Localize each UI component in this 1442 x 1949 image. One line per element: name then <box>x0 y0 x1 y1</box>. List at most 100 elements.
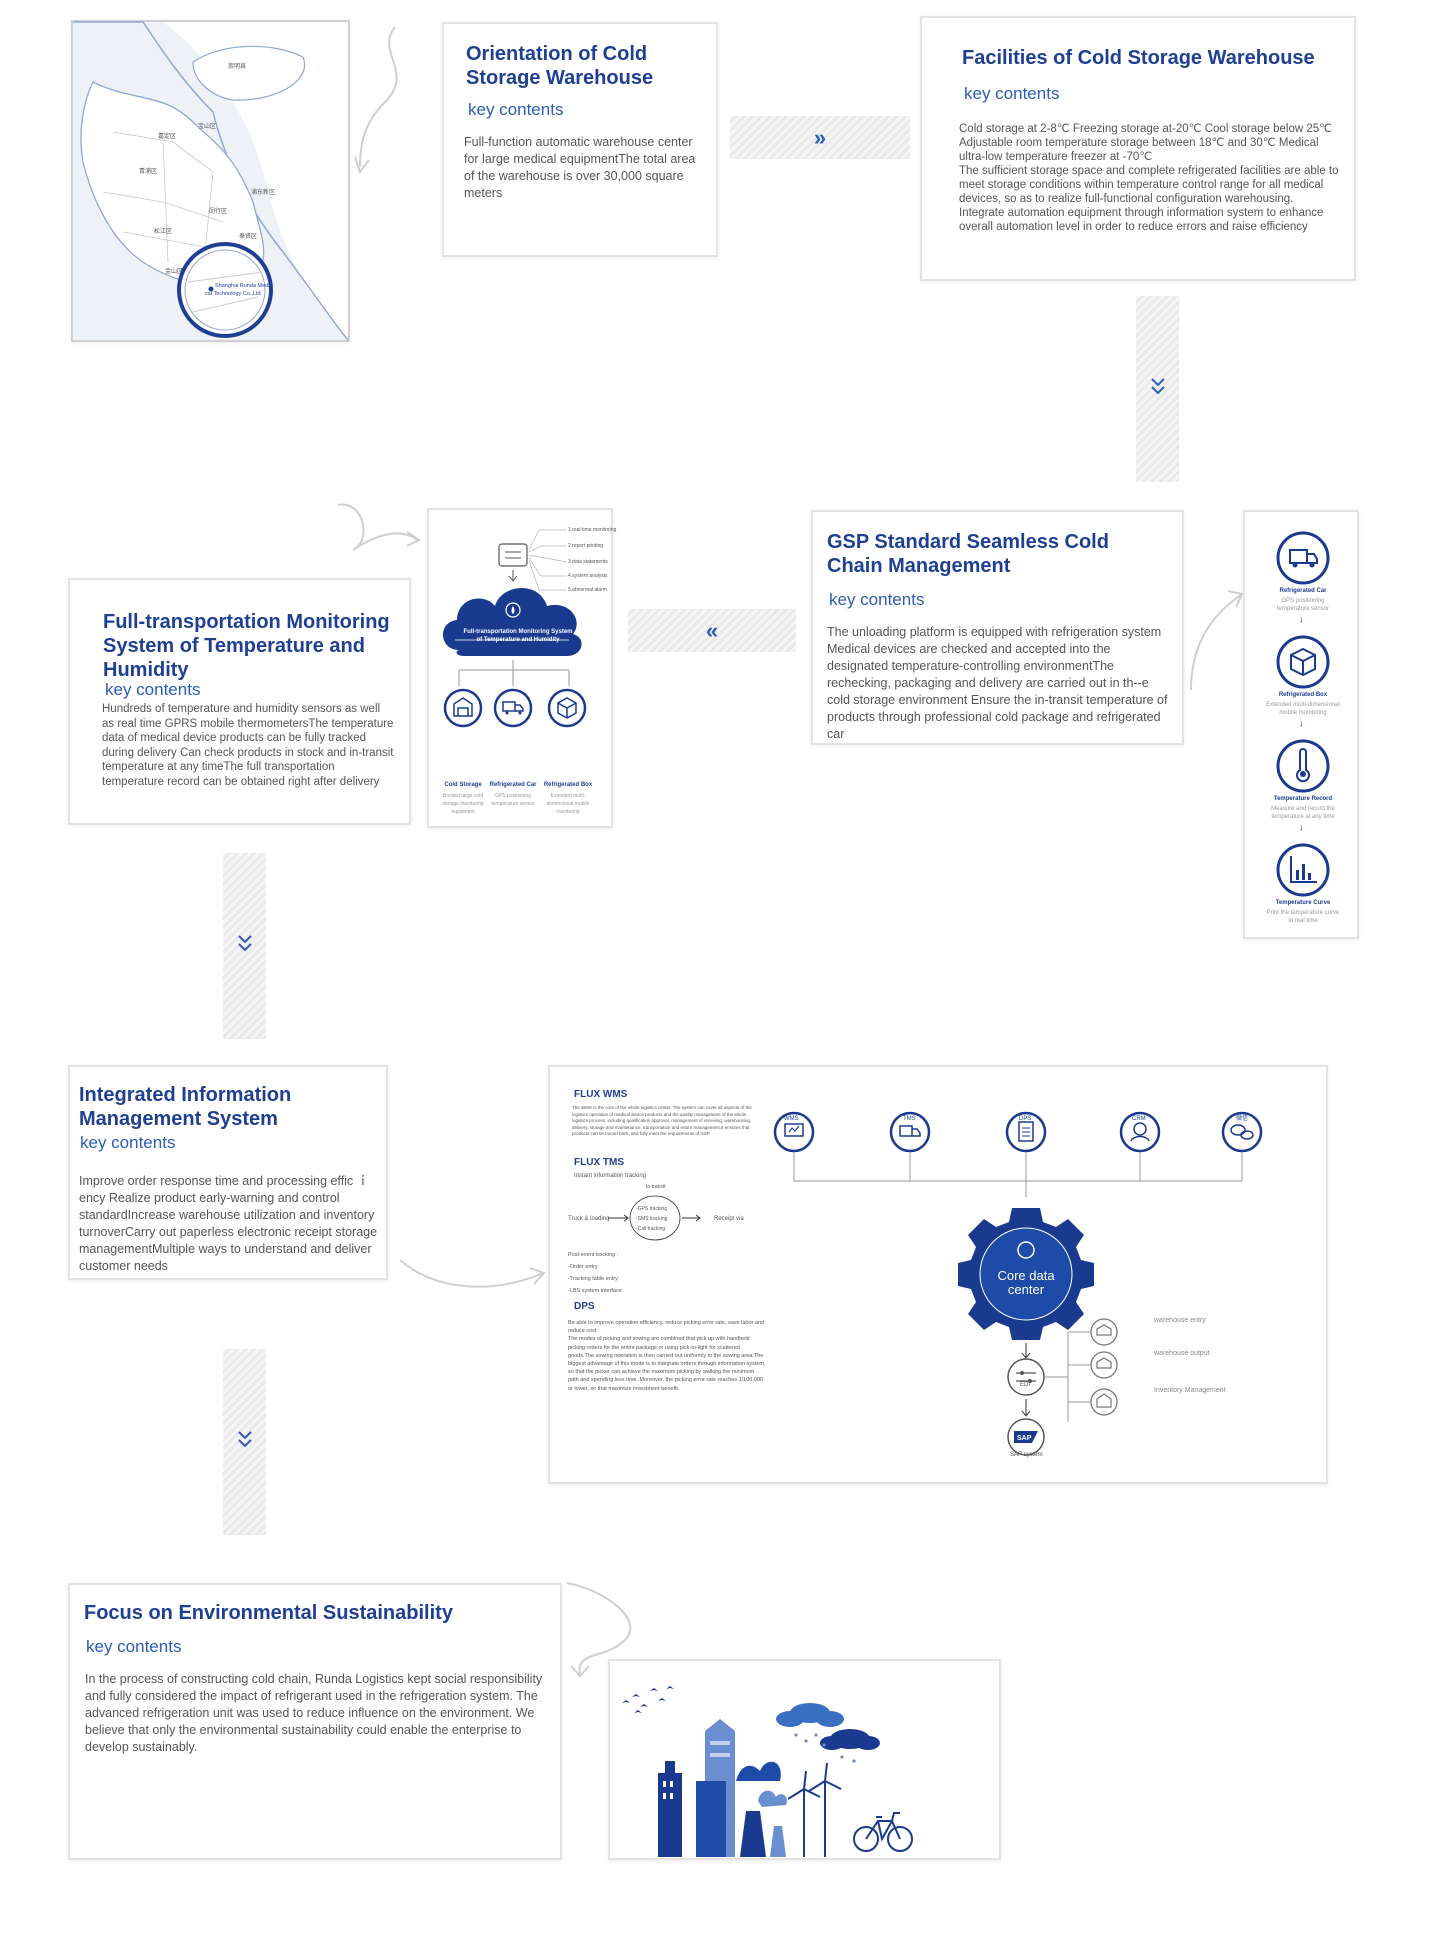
orientation-key-contents: key contents <box>468 100 564 119</box>
facilities-body: Cold storage at 2-8℃ Freezing storage at… <box>959 123 1339 233</box>
core-data-center-diagram: SAP <box>773 1111 1263 1456</box>
sap-label: SAP system <box>1010 1452 1043 1458</box>
monitor-diagram-card: Full-transportation Monitoring System of… <box>427 508 617 828</box>
environment-key-contents: key contents <box>86 1637 182 1656</box>
gsp-flow-card: Refrigerated Car GPS positioning tempera… <box>1243 510 1359 939</box>
monitor-list-item: 4.system analysis <box>568 573 608 579</box>
integrated-card: Integrated Information Management System… <box>68 1065 388 1280</box>
monitor-item-desc: Bonded large cold storage monitoring equ… <box>442 793 484 815</box>
in-transit-label: In-transit <box>646 1184 666 1190</box>
monitor-item-label: Cold Storage <box>444 782 482 788</box>
facilities-key-contents: key contents <box>964 84 1060 103</box>
gsp-title: GSP Standard Seamless Cold Chain Managem… <box>827 531 1109 577</box>
post-event-item: -Tracking table entry <box>568 1276 618 1282</box>
temperature-curve-icon <box>1276 843 1330 897</box>
post-event-item: -Order entry <box>568 1264 598 1270</box>
district-label: 金山区 <box>165 267 183 275</box>
arrow-bar-down <box>223 853 266 1039</box>
refrigerated-car-icon <box>1276 531 1330 585</box>
flow-item-label: Temperature Curve <box>1275 900 1331 906</box>
branch-label: Inventory Management <box>1154 1387 1226 1394</box>
monitoring-card: Full-transportation Monitoring System of… <box>68 578 411 825</box>
shanghai-map: 崇明县 宝山区 嘉定区 青浦区 浦东新区 闵行区 松江区 奉贤区 金山区 Sha… <box>73 21 349 341</box>
facilities-card: Facilities of Cold Storage Warehouse key… <box>920 16 1356 281</box>
gsp-key-contents: key contents <box>829 590 925 609</box>
district-label: 崇明县 <box>228 63 246 70</box>
dps-title: DPS <box>574 1301 595 1312</box>
edi-label: EDI <box>1020 1382 1031 1388</box>
monitor-item-desc: GPS positioning temperature sensor <box>491 793 535 807</box>
location-highlight-circle <box>177 242 273 338</box>
double-chevron-down-icon <box>236 1429 254 1455</box>
svg-text:SAP: SAP <box>1017 1435 1032 1442</box>
receipt-label: Receipt via <box>714 1216 744 1222</box>
node-label-wms: WMS <box>784 1116 799 1122</box>
monitor-item-label: Refrigerated Car <box>489 782 537 788</box>
double-chevron-right-icon: » <box>813 124 827 150</box>
city-sustainability-illustration <box>622 1686 913 1857</box>
monitoring-key-contents: key contents <box>105 680 201 699</box>
district-label: 奉贤区 <box>239 232 257 240</box>
truck-loading-label: Truck & loading <box>568 1216 610 1222</box>
dps-text: Be able to improve operation efficiency,… <box>568 1320 766 1392</box>
flow-item-desc: Measure and record the temperature at an… <box>1271 806 1335 820</box>
flux-wms-text: The WMS is the core of the whole logisti… <box>572 1105 752 1136</box>
gsp-body: The unloading platform is equipped with … <box>827 625 1168 741</box>
curved-arrow-icon <box>1190 590 1244 691</box>
monitor-diagram <box>442 529 587 728</box>
district-label: 宝山区 <box>198 122 216 130</box>
orientation-card: Orientation of Cold Storage Warehouse ke… <box>442 22 718 257</box>
arrow-bar-down <box>1136 296 1179 482</box>
monitor-list-item: 3.data statements <box>568 559 608 565</box>
branch-label: warehouse entry <box>1154 1317 1206 1324</box>
down-arrow-icon: ↓ <box>1299 718 1304 728</box>
node-label-tms: TMS <box>903 1116 916 1122</box>
flow-item-label: Temperature Record <box>1273 796 1333 802</box>
tracking-item: -SMS tracking <box>636 1216 668 1222</box>
monitor-item-label: Refrigerated Box <box>543 782 593 788</box>
monitor-list-item: 1.real-time monitoring <box>568 527 617 533</box>
flow-item-desc: GPS positioning temperature sensor <box>1276 598 1330 612</box>
cloud-label: Full-transportation Monitoring System of… <box>463 629 573 643</box>
tracking-item: -Call tracking <box>636 1226 666 1232</box>
flow-item-label: Refrigerated Box <box>1278 692 1328 698</box>
down-arrow-icon: ↓ <box>1299 822 1304 832</box>
down-arrow-icon: ↓ <box>1299 614 1304 624</box>
curved-arrow-icon <box>337 503 421 551</box>
environment-card: Focus on Environmental Sustainability ke… <box>68 1583 562 1860</box>
environment-body: In the process of constructing cold chai… <box>85 1672 543 1754</box>
double-chevron-down-icon <box>236 933 254 959</box>
monitoring-body: Hundreds of temperature and humidity sen… <box>102 703 394 788</box>
arrow-bar-right: » <box>730 116 910 159</box>
curved-arrow-icon <box>354 26 398 175</box>
tracking-item: -GPS tracking <box>636 1206 668 1212</box>
orientation-title: Orientation of Cold Storage Warehouse <box>466 43 654 89</box>
district-label: 浦东新区 <box>251 188 275 196</box>
post-event-item: -LBS system interface <box>568 1288 622 1294</box>
thermometer-icon <box>1276 739 1330 793</box>
arrow-bar-left: « <box>628 609 796 652</box>
branch-label: warehouse output <box>1154 1350 1210 1357</box>
district-label: 青浦区 <box>139 167 157 175</box>
integrated-title: Integrated Information Management System <box>79 1084 292 1130</box>
company-pin-label: Shanghai Runda Medi <box>215 283 269 289</box>
district-label: 闵行区 <box>209 207 227 215</box>
node-label-dps: DPS <box>1019 1116 1032 1122</box>
tms-subtitle: Instant information tracking <box>574 1173 647 1179</box>
facilities-title: Facilities of Cold Storage Warehouse <box>962 47 1315 69</box>
flow-item-desc: Print the temperature curve in real time <box>1266 910 1340 924</box>
environment-title: Focus on Environmental Sustainability <box>84 1602 453 1624</box>
curved-arrow-icon <box>566 1582 632 1678</box>
tms-flow-arrows <box>608 1195 701 1241</box>
refrigerated-box-icon <box>1276 635 1330 689</box>
orientation-body: Full-function automatic warehouse center… <box>464 135 696 200</box>
curved-arrow-icon <box>399 1259 546 1288</box>
district-label: 松江区 <box>154 227 172 235</box>
post-event-item: Post-event tracking : <box>568 1252 619 1258</box>
double-chevron-down-icon <box>1149 376 1167 402</box>
double-chevron-left-icon: « <box>705 617 719 643</box>
integrated-body: Improve order response time and processi… <box>79 1174 378 1273</box>
gsp-card: GSP Standard Seamless Cold Chain Managem… <box>811 510 1184 745</box>
wms-diagram-card: FLUX WMS The WMS is the core of the whol… <box>548 1065 1328 1484</box>
core-data-center-label: Core data center <box>997 1268 1055 1297</box>
